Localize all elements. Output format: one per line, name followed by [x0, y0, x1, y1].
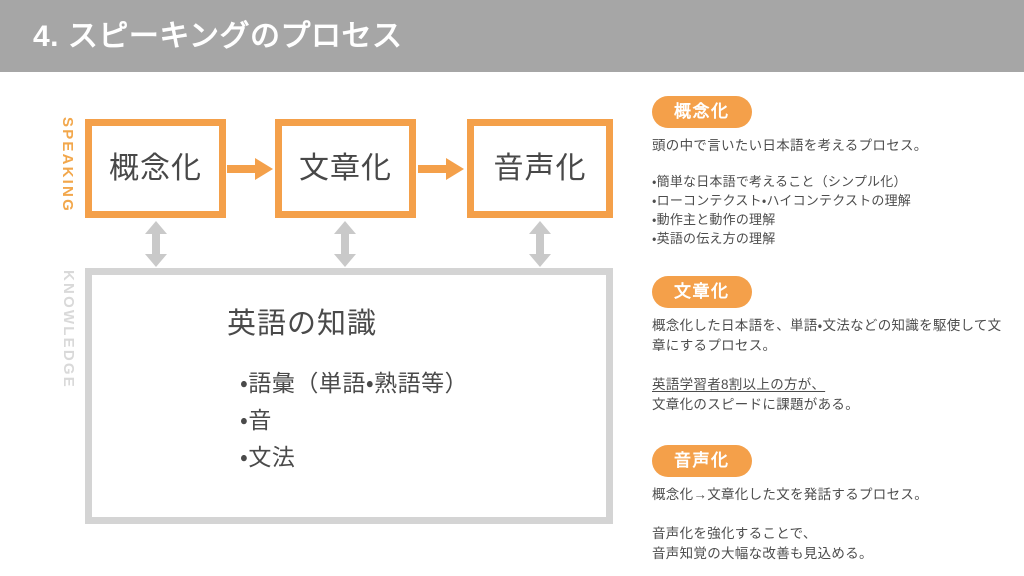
status-badge-conceptualize: 概念化: [652, 96, 752, 128]
explanation-note-line: 文章化のスピードに課題がある。: [652, 397, 859, 412]
process-box-conceptualize[interactable]: 概念化: [85, 119, 226, 218]
status-badge-articulate: 音声化: [652, 445, 752, 477]
explanation-note: 音声化を強化することで、 音声知覚の大幅な改善も見込める。: [652, 524, 1002, 564]
explanation-column: 概念化 頭の中で言いたい日本語を考えるプロセス。 簡単な日本語で考えること（シン…: [652, 96, 1002, 564]
explanation-section-articulate: 音声化 概念化→文章化した文を発話するプロセス。 音声化を強化することで、 音声…: [652, 445, 1002, 564]
explanation-lead: 概念化した日本語を、単語・文法などの知識を駆使して文章にするプロセス。: [652, 318, 1002, 353]
explanation-note-line: 音声知覚の大幅な改善も見込める。: [652, 546, 873, 561]
status-badge-formulate: 文章化: [652, 276, 752, 308]
process-box-articulate[interactable]: 音声化: [467, 119, 613, 218]
page-title: 4. スピーキングのプロセス: [33, 20, 403, 53]
explanation-note-line: 音声化を強化することで、: [652, 526, 817, 541]
arrow-right-icon: [227, 158, 273, 180]
arrow-right-icon: [418, 158, 464, 180]
explanation-bullets: 簡単な日本語で考えること（シンプル化） ローコンテクスト・ハイコンテクストの理解…: [652, 172, 1002, 248]
process-box-formulate[interactable]: 文章化: [275, 119, 416, 218]
double-arrow-vertical-icon: [145, 221, 167, 267]
list-item: 英語の伝え方の理解: [652, 229, 1002, 248]
process-box-label: 概念化: [109, 151, 202, 185]
explanation-note-underlined: 英語学習者8割以上の方が、: [652, 377, 826, 392]
knowledge-axis-label: KNOWLEDGE: [60, 270, 77, 389]
process-box-label: 音声化: [493, 151, 587, 185]
explanation-section-conceptualize: 概念化 頭の中で言いたい日本語を考えるプロセス。 簡単な日本語で考えること（シン…: [652, 96, 1002, 248]
list-item: 文法: [240, 439, 468, 476]
explanation-note: 英語学習者8割以上の方が、 文章化のスピードに課題がある。: [652, 375, 1002, 415]
list-item: 語彙（単語・熟語等）: [240, 365, 468, 402]
list-item: ローコンテクスト・ハイコンテクストの理解: [652, 191, 1002, 210]
list-item: 動作主と動作の理解: [652, 210, 1002, 229]
knowledge-box-title: 英語の知識: [227, 308, 378, 340]
explanation-lead: 概念化→文章化した文を発話するプロセス。: [652, 487, 928, 502]
double-arrow-vertical-icon: [334, 221, 356, 267]
explanation-lead: 頭の中で言いたい日本語を考えるプロセス。: [652, 138, 928, 153]
speaking-axis-label: SPEAKING: [59, 117, 76, 213]
header-bar: [0, 0, 1024, 72]
explanation-section-formulate: 文章化 概念化した日本語を、単語・文法などの知識を駆使して文章にするプロセス。 …: [652, 276, 1002, 415]
knowledge-box: 英語の知識 語彙（単語・熟語等） 音 文法: [85, 268, 613, 524]
list-item: 音: [240, 402, 468, 439]
list-item: 簡単な日本語で考えること（シンプル化）: [652, 172, 1002, 191]
process-box-label: 文章化: [299, 151, 392, 185]
double-arrow-vertical-icon: [529, 221, 551, 267]
knowledge-box-list: 語彙（単語・熟語等） 音 文法: [240, 365, 468, 476]
